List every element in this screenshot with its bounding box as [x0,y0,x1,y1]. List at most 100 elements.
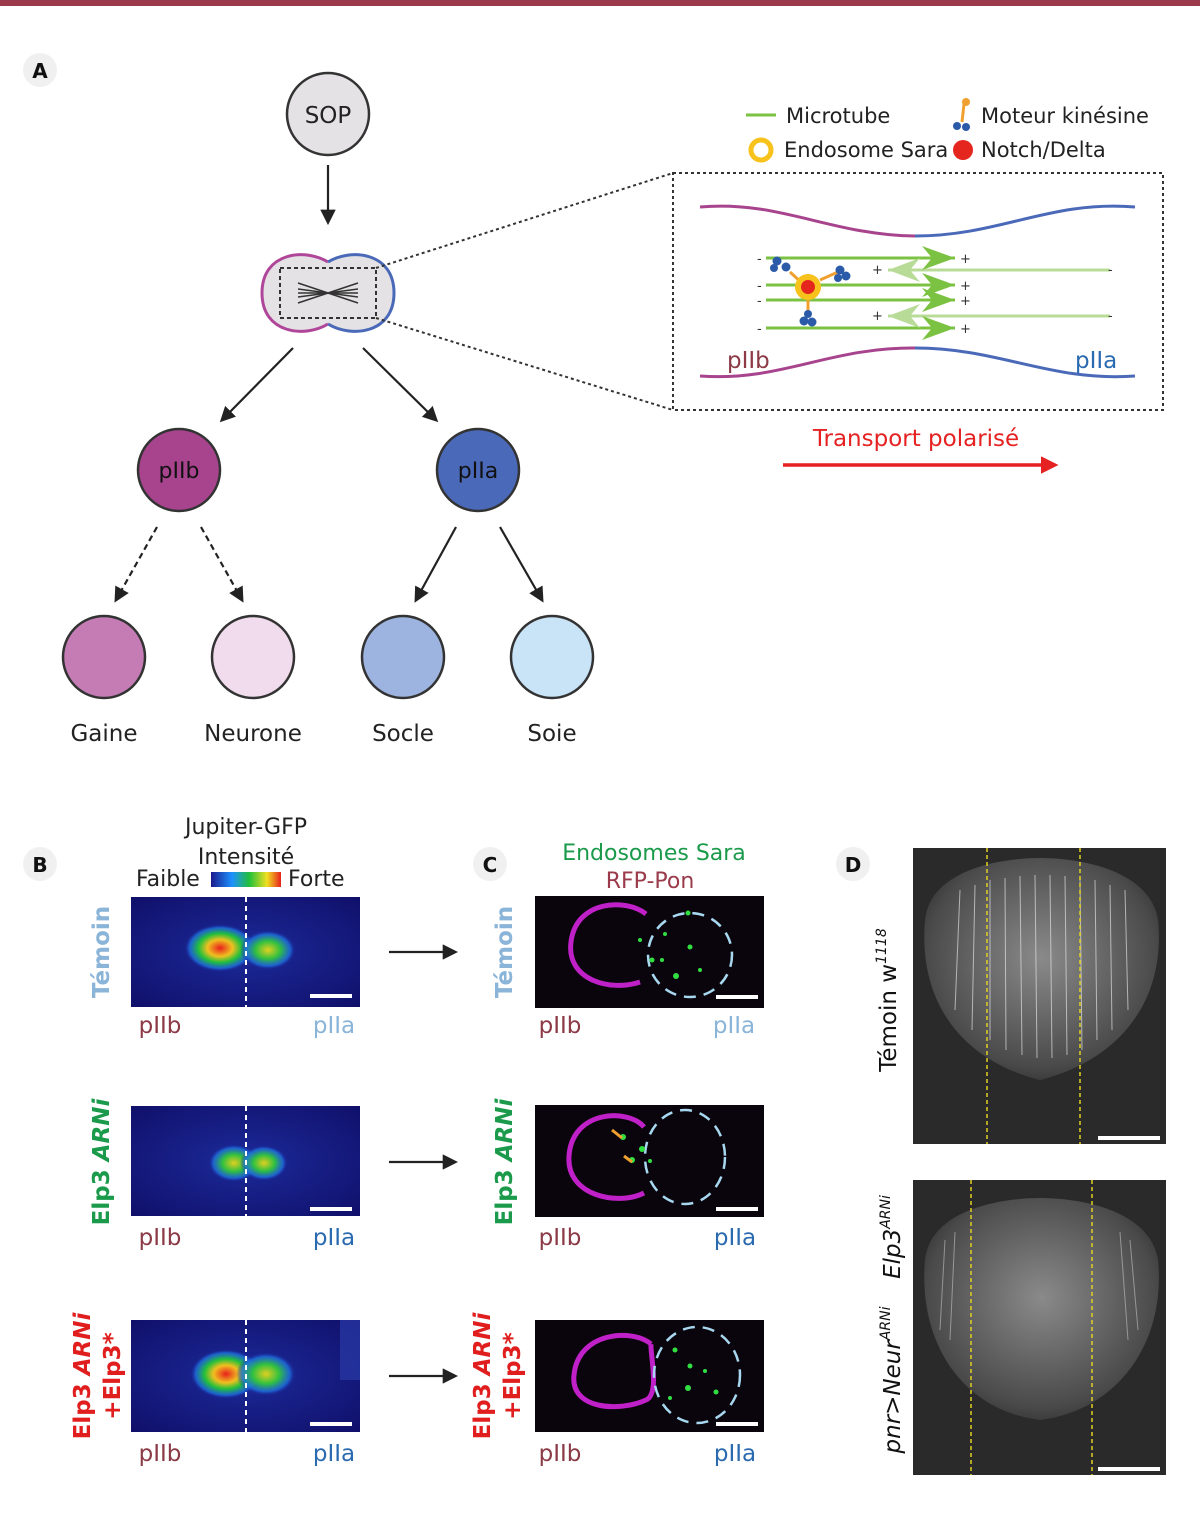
c-row3-label-main: Elp3 [470,1375,496,1439]
arrow-to-neurone [200,526,244,603]
neurone-cell [210,614,296,700]
panel-b-letter: B [32,853,47,877]
svg-text:+: + [872,263,883,278]
b-row3-label: Elp3 ARNi [70,1312,96,1440]
legend-moteur-label: Moteur kinésine [981,104,1149,128]
d-top-label: Témoin w1118 [874,928,902,1073]
cargo-complex [770,256,851,327]
c-row2-left: pIIb [539,1225,582,1251]
d-bottom-label-2-main: pnr>Neur [880,1339,906,1455]
intensity-scale-bar [211,872,281,887]
neurone-label: Neurone [204,721,302,747]
arrow-to-socle [414,526,457,603]
svg-text:+: + [960,322,971,337]
pIIa-cell [435,427,521,513]
c-header-2: RFP-Pon [606,869,695,894]
legend-microtube-label: Microtube [786,104,890,128]
panel-d: D [836,847,1166,1475]
c-row2-label-main: Elp3 [492,1161,518,1225]
panel-a-letter: A [32,59,48,83]
c-row2-label: Elp3 ARNi [492,1098,518,1226]
gaine-cell [61,614,147,700]
c-row3-label: Elp3 ARNi [470,1312,496,1440]
svg-text:+: + [872,309,883,324]
spindle-box [279,267,377,319]
b-header-1: Jupiter-GFP [183,815,307,840]
inset-zoom: ---- ++++ ++ -- pIIb pIIa [672,172,1164,411]
svg-text:+: + [960,279,971,294]
b-row2-right: pIIa [313,1225,355,1251]
notch-delta-icon [953,140,973,160]
membrane-top-pIIb [699,204,916,238]
b-row2-label-main: Elp3 [89,1161,115,1225]
sop-cell [285,71,371,157]
panel-d-badge [836,847,870,881]
pIIb-label: pIIb [159,459,200,484]
b-row3-right: pIIa [313,1441,355,1467]
inset-pIIb-label: pIIb [727,348,770,374]
soie-label: Soie [527,721,576,747]
svg-text:-: - [757,294,762,309]
pIIb-cell [136,427,222,513]
c-row3-label-2: +Elp3* [500,1332,526,1419]
b-row3-label-2: +Elp3* [100,1332,126,1419]
d-bottom-label-2: pnr>NeurARNi [878,1306,906,1454]
svg-text:-: - [1108,309,1113,324]
inset-pIIa-label: pIIa [1075,348,1117,374]
b-row2-label-italic: ARNi [89,1098,115,1164]
zoom-line-bottom [375,317,674,411]
d-bottom-label-1-sup: ARNi [878,1195,894,1230]
kinesin-motor-icon [953,98,970,131]
membrane-top-pIIa [914,204,1136,238]
svg-text:-: - [757,252,762,267]
arrow-to-soie [499,526,544,603]
d-top-label-main: Témoin w [876,964,902,1073]
c-row1-left: pIIb [539,1013,582,1039]
dividing-cell [260,253,396,333]
svg-text:+: + [960,252,971,267]
svg-text:-: - [1108,263,1113,278]
d-bottom-label-2-sup: ARNi [878,1306,894,1341]
b-row1-left: pIIb [139,1013,182,1039]
arrow-to-pIIb [219,347,294,423]
panel-b-badge [23,847,57,881]
membrane-bottom-pIIa [914,346,1136,379]
membrane-bottom-pIIb [699,346,916,379]
scale-high-label: Forte [288,867,345,892]
legend-endosome-label: Endosome Sara [784,138,948,162]
panel-c-badge [473,847,507,881]
micrograph-rescue [535,1320,764,1432]
legend-notch-label: Notch/Delta [981,138,1106,162]
c-row1-label: Témoin [492,906,518,998]
c-row1-right: pIIa [713,1013,755,1039]
b-row1-label: Témoin [89,906,115,998]
socle-cell [360,614,446,700]
micrograph-temoin [535,896,764,1008]
d-bottom-label-1: Elp3ARNi [878,1195,906,1279]
arrow-to-pIIa [362,347,439,423]
heatmap-rescue [131,1320,360,1432]
c-row2-right: pIIa [714,1225,756,1251]
panel-c: C Endosomes Sara RFP-Pon [470,841,764,1467]
top-bar [0,0,1200,6]
heatmap-elp3-arni [131,1106,360,1216]
micrograph-elp3-arni [535,1105,764,1217]
c-row3-label-italic: ARNi [470,1312,496,1378]
arrow-to-gaine [114,526,158,603]
panel-a-badge [23,53,57,87]
sem-elp3-arni [913,1180,1166,1475]
svg-text:-: - [757,279,762,294]
socle-label: Socle [372,721,434,747]
panel-a: A SOP pIIb pIIa [23,53,1164,747]
heatmap-temoin [131,897,360,1007]
panel-d-letter: D [845,853,862,877]
c-header-1: Endosomes Sara [562,841,746,866]
svg-text:-: - [757,322,762,337]
b-row3-label-main: Elp3 [70,1375,96,1439]
b-row2-left: pIIb [139,1225,182,1251]
panel-b: B Jupiter-GFP Intensité Faible Forte [23,815,459,1467]
sem-temoin [913,848,1166,1144]
inset-frame [672,172,1164,411]
transport-label: Transport polarisé [812,426,1019,452]
